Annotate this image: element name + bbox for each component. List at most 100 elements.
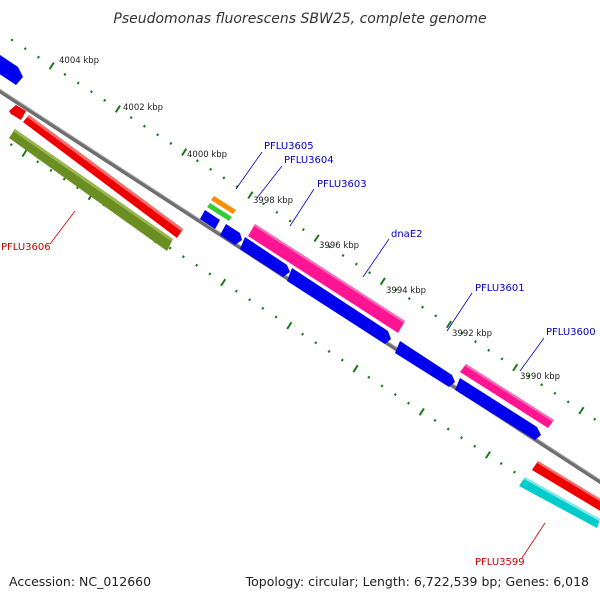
gene-label-pflu3601[interactable]: PFLU3601 <box>475 283 525 294</box>
gene-label-pflu3606[interactable]: PFLU3606 <box>1 242 51 253</box>
cds-feature[interactable] <box>9 105 26 120</box>
minor-tick <box>314 341 318 345</box>
minor-tick <box>195 263 199 267</box>
gene-pflu3600-feature[interactable] <box>460 364 554 428</box>
cds-feature[interactable] <box>455 378 541 440</box>
minor-tick <box>261 306 265 310</box>
cds-row <box>200 210 541 440</box>
minor-tick <box>367 375 371 379</box>
minor-tick <box>526 374 530 378</box>
minor-tick <box>341 253 345 258</box>
major-tick <box>220 278 227 287</box>
minor-tick <box>460 331 464 335</box>
minor-tick <box>63 72 67 77</box>
gene-pflu3605-feature[interactable] <box>211 196 236 214</box>
minor-tick <box>354 262 358 266</box>
cds-feature[interactable] <box>532 461 600 512</box>
minor-tick <box>433 418 437 422</box>
cds-feature[interactable] <box>240 237 290 277</box>
tick-label-3998: 3998 kbp <box>253 196 293 206</box>
minor-tick <box>274 315 278 319</box>
minor-tick <box>23 47 27 51</box>
minor-tick <box>62 177 66 181</box>
major-tick <box>286 321 293 330</box>
forward-features <box>0 55 554 428</box>
cds-feature[interactable] <box>287 268 391 344</box>
major-tick <box>379 277 386 286</box>
minor-tick <box>156 133 160 137</box>
gene-dnae2-feature[interactable] <box>248 224 405 333</box>
tick-label-3994: 3994 kbp <box>386 286 426 296</box>
minor-tick <box>195 159 199 163</box>
minor-tick <box>248 298 252 302</box>
minor-tick <box>275 210 279 214</box>
major-tick <box>181 148 188 156</box>
minor-tick <box>181 255 185 259</box>
minor-tick <box>129 116 133 120</box>
minor-tick <box>434 314 438 318</box>
major-tick <box>313 234 320 243</box>
gene-label-pflu3605[interactable]: PFLU3605 <box>264 141 314 152</box>
outer-tick-ring <box>10 38 597 421</box>
accession-text: Accession: NC_012660 <box>9 574 151 589</box>
gene-label-pflu3604[interactable]: PFLU3604 <box>284 155 334 166</box>
minor-tick <box>262 202 266 206</box>
minor-tick <box>49 168 53 173</box>
minor-tick <box>407 297 411 301</box>
minor-tick <box>10 38 14 42</box>
minor-tick <box>208 272 212 276</box>
minor-tick <box>169 141 173 145</box>
minor-tick <box>301 332 305 336</box>
gene-labels: PFLU3605 PFLU3604 PFLU3603 dnaE2 PFLU360… <box>1 141 596 568</box>
gene-label-pflu3603[interactable]: PFLU3603 <box>317 179 367 190</box>
gene-pflu3599-feature[interactable] <box>519 477 600 528</box>
minor-tick <box>393 393 397 397</box>
minor-tick <box>380 384 384 388</box>
tick-label-4002: 4002 kbp <box>123 103 163 113</box>
tick-label-3996: 3996 kbp <box>319 241 359 251</box>
minor-tick <box>209 167 213 171</box>
minor-tick <box>222 176 226 180</box>
major-tick <box>352 364 359 373</box>
minor-tick <box>168 246 172 250</box>
minor-tick <box>36 55 40 59</box>
minor-tick <box>421 305 425 309</box>
major-tick <box>48 61 55 70</box>
minor-tick <box>103 98 107 102</box>
tick-label-4000: 4000 kbp <box>187 150 227 160</box>
gene-pflu3606-feature[interactable] <box>9 129 173 251</box>
minor-tick <box>301 228 305 232</box>
tick-labels: 4004 kbp 4002 kbp 4000 kbp 3998 kbp 3996… <box>59 56 560 382</box>
major-tick <box>512 363 519 372</box>
tick-label-3992: 3992 kbp <box>452 329 492 339</box>
cds-feature[interactable] <box>220 224 242 245</box>
cds-feature[interactable] <box>23 115 183 238</box>
gene-pflu3604-feature[interactable] <box>207 203 232 221</box>
minor-tick <box>9 143 13 147</box>
cds-feature[interactable] <box>200 210 220 229</box>
minor-tick <box>473 340 477 344</box>
minor-tick <box>407 401 411 405</box>
minor-tick <box>446 427 450 431</box>
major-tick <box>247 191 254 200</box>
minor-tick <box>368 271 372 275</box>
minor-tick <box>553 391 557 395</box>
gene-label-dnae2[interactable]: dnaE2 <box>391 229 423 240</box>
map-title: Pseudomonas fluorescens SBW25, complete … <box>113 11 486 27</box>
minor-tick <box>394 288 398 292</box>
minor-tick <box>89 90 93 94</box>
tick-label-4004: 4004 kbp <box>59 56 99 66</box>
minor-tick <box>36 160 40 164</box>
major-tick <box>445 320 453 329</box>
minor-tick <box>235 184 239 189</box>
gene-label-pflu3600[interactable]: PFLU3600 <box>546 327 596 338</box>
minor-tick <box>328 245 332 249</box>
minor-tick <box>459 436 463 440</box>
label-leaders <box>49 151 546 559</box>
minor-tick <box>540 383 544 387</box>
major-tick <box>21 149 28 158</box>
gene-label-pflu3599[interactable]: PFLU3599 <box>475 557 525 568</box>
cds-feature[interactable] <box>395 341 455 387</box>
cds-feature[interactable] <box>0 55 23 85</box>
